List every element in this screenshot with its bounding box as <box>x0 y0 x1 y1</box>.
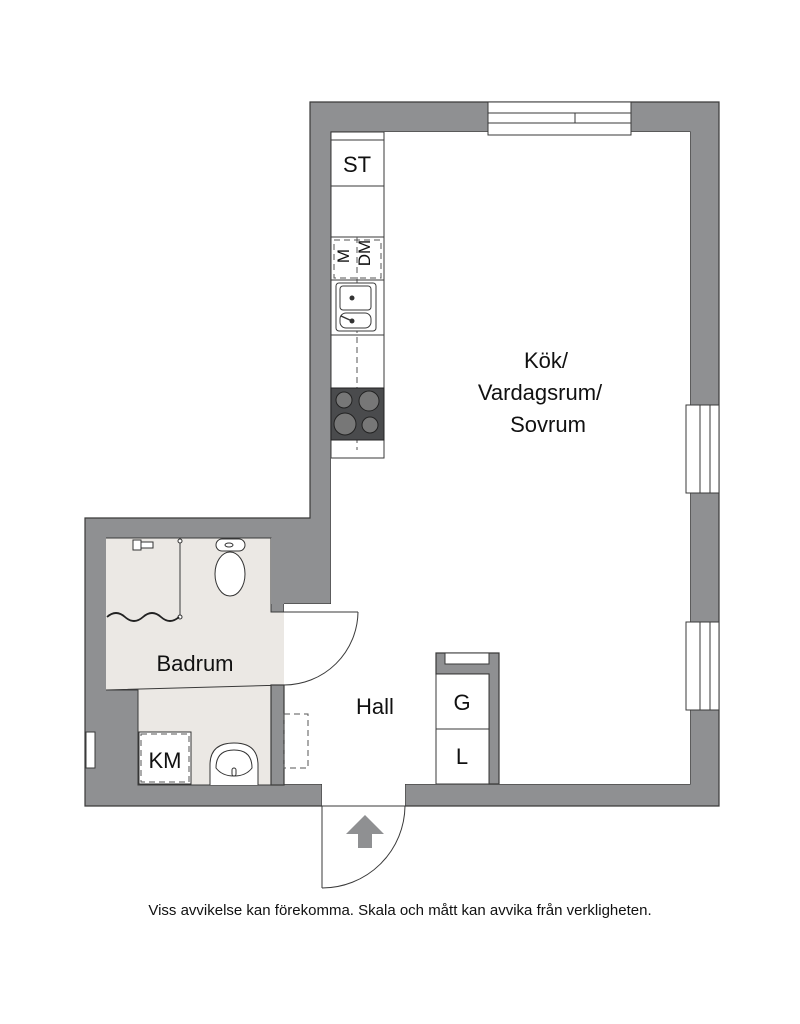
sink-icon <box>335 282 377 332</box>
wardrobe-l-label: L <box>456 744 468 769</box>
microwave-label: M <box>334 249 353 263</box>
washing-machine-label: KM <box>149 748 182 773</box>
closet <box>435 652 500 785</box>
entrance-door <box>321 805 406 889</box>
fridge-label: ST <box>343 152 371 177</box>
living-label-3: Sovrum <box>510 412 586 437</box>
washbasin-icon <box>209 742 259 785</box>
disclaimer: Viss avvikelse kan förekomma. Skala och … <box>148 902 652 919</box>
toilet-icon <box>214 538 246 597</box>
living-floor <box>284 132 690 806</box>
coat-rack-outline <box>283 713 309 769</box>
living-label-2: Vardagsrum/ <box>478 380 603 405</box>
bathroom-door <box>283 611 359 686</box>
washing-machine-box <box>138 731 192 785</box>
window-top <box>487 101 632 136</box>
stove-icon <box>330 387 385 441</box>
window-right-upper <box>685 404 720 494</box>
living-label-1: Kök/ <box>524 348 569 373</box>
shower-icon <box>106 538 183 622</box>
partition-wall <box>270 684 285 786</box>
hall-label: Hall <box>356 694 394 719</box>
dishwasher-label: DM <box>355 240 374 266</box>
entrance-arrow-icon <box>346 815 384 848</box>
wardrobe-g-label: G <box>453 690 470 715</box>
kitchen-counter <box>330 131 385 459</box>
microwave-dishwasher-outline <box>333 239 382 279</box>
window-right-lower <box>685 621 720 711</box>
bathroom-floor <box>106 538 284 785</box>
bathroom-label: Badrum <box>156 651 233 676</box>
window-bathroom <box>85 731 96 769</box>
